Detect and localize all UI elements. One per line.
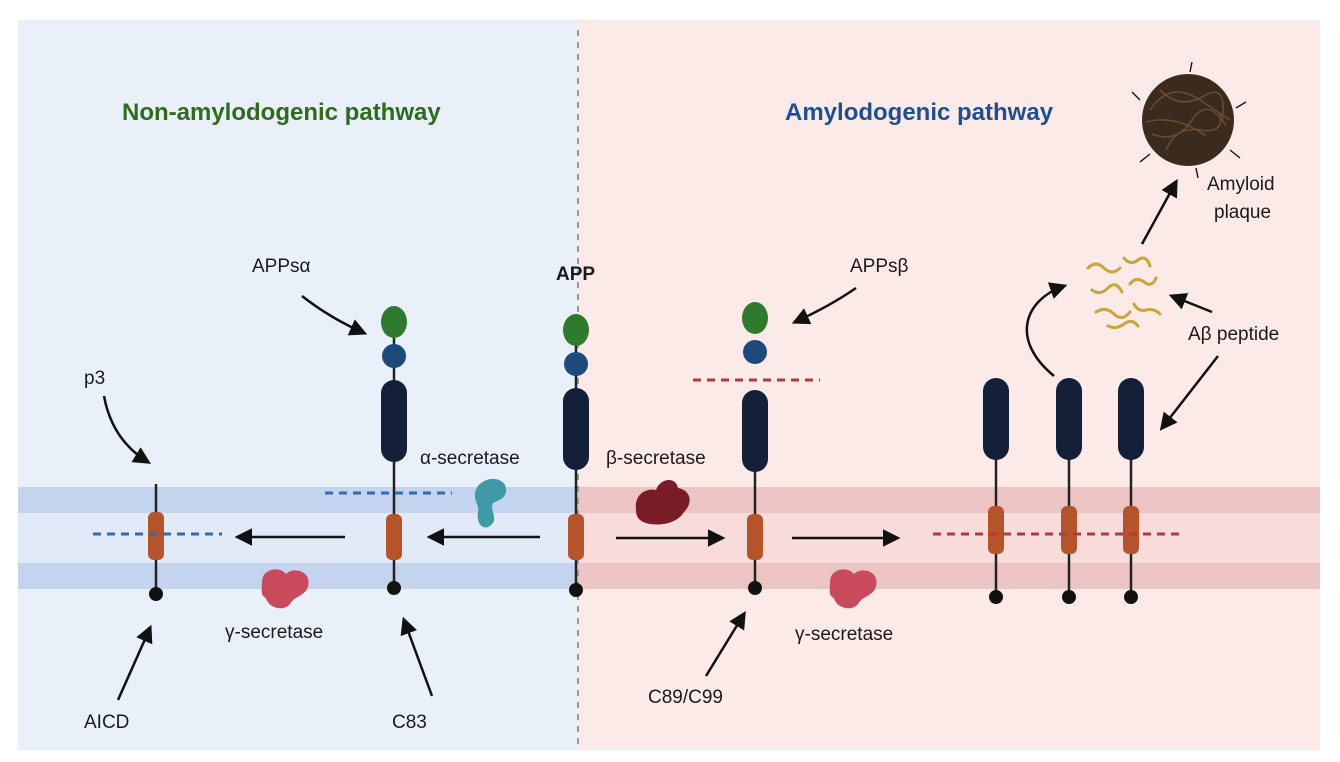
gamma-secretase-label-right: γ-secretase xyxy=(795,624,893,645)
gamma-secretase-label-left: γ-secretase xyxy=(225,622,323,643)
aicd-label: AICD xyxy=(84,712,129,733)
abeta-fragment-1 xyxy=(983,378,1009,604)
appsb-label: APPsβ xyxy=(850,256,909,277)
alpha-secretase-icon xyxy=(474,478,507,528)
beta-secretase-icon xyxy=(635,479,690,525)
c83-pointer xyxy=(400,616,434,697)
right-pathway-title: Amylodogenic pathway xyxy=(785,99,1054,126)
gamma-secretase-icon-left xyxy=(261,569,309,609)
abeta-peptide-label: Aβ peptide xyxy=(1188,324,1279,345)
abeta-peptides-icon xyxy=(1086,256,1162,330)
c99-fragment xyxy=(742,302,768,595)
p3-pointer xyxy=(102,395,151,464)
arrow-fragments-to-peptides xyxy=(1025,282,1068,377)
appsa-label: APPsα xyxy=(252,256,311,277)
abeta-fragment-2 xyxy=(1056,378,1082,604)
gamma-secretase-icon-right xyxy=(829,569,877,609)
amyloid-plaque-label-line1: Amyloid xyxy=(1207,174,1275,195)
left-background xyxy=(18,20,578,750)
c89-c99-label: C89/C99 xyxy=(648,687,723,708)
c83-label: C83 xyxy=(392,712,427,733)
c99-pointer xyxy=(704,611,746,677)
arrow-peptides-to-plaque xyxy=(1140,178,1178,245)
c83-fragment xyxy=(381,306,407,595)
left-pathway-title: Non-amylodogenic pathway xyxy=(122,99,441,126)
amyloid-plaque-icon xyxy=(1131,61,1247,179)
p3-aicd-fragment xyxy=(148,484,164,601)
aicd-pointer xyxy=(116,624,153,701)
beta-secretase-label: β-secretase xyxy=(606,448,706,469)
p3-label: p3 xyxy=(84,368,105,389)
app-protein xyxy=(563,314,589,597)
amyloid-plaque-label-line2: plaque xyxy=(1214,202,1271,223)
abeta-pointer-fragments xyxy=(1159,355,1219,431)
abeta-fragment-3 xyxy=(1118,378,1144,604)
app-label: APP xyxy=(556,264,595,285)
appsa-pointer xyxy=(301,295,368,336)
alpha-secretase-label: α-secretase xyxy=(420,448,520,469)
appsb-pointer xyxy=(791,286,857,325)
abeta-pointer-peptides xyxy=(1168,293,1213,314)
